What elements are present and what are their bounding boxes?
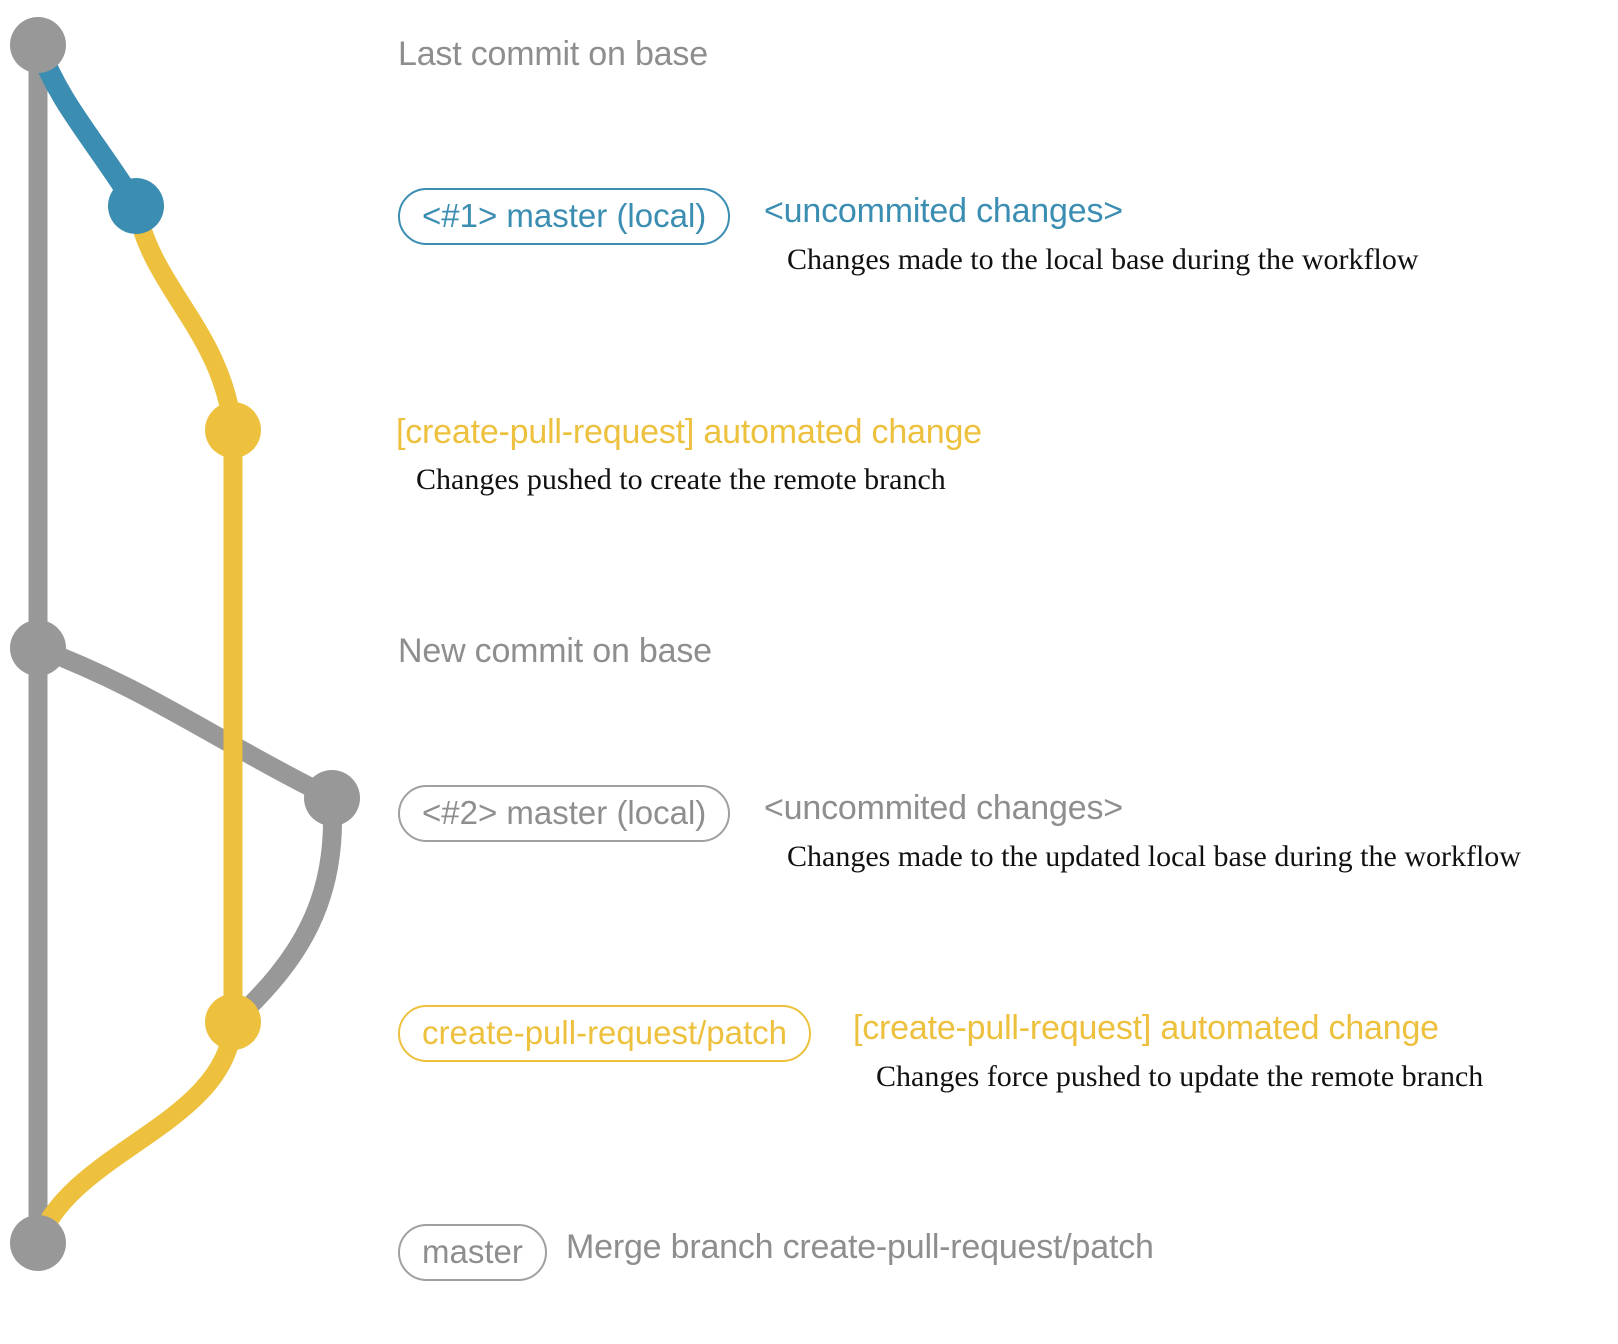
base-to-local-2-edge	[28, 638, 342, 808]
commit-message-master-local-1: <uncommited changes>	[764, 192, 1123, 230]
badge-master[interactable]: master	[398, 1224, 547, 1281]
patch-commit-2-node	[205, 994, 261, 1050]
merge-node	[10, 1215, 66, 1271]
commit-message-automated-change-1: [create-pull-request] automated change	[396, 413, 982, 451]
description-master-local-2: Changes made to the updated local base d…	[787, 840, 1521, 873]
commit-message-automated-change-2: [create-pull-request] automated change	[853, 1009, 1439, 1047]
description-master-local-1: Changes made to the local base during th…	[787, 243, 1419, 276]
base-head-node	[10, 17, 66, 73]
commit-message-master-local-2: <uncommited changes>	[764, 789, 1123, 827]
patch-commit-1-node	[205, 402, 261, 458]
badge-create-pull-request-patch[interactable]: create-pull-request/patch	[398, 1005, 812, 1062]
patch-2-to-merge-edge	[28, 1012, 243, 1253]
master-local-1-node	[108, 178, 164, 234]
headline-last-commit-on-base: Last commit on base	[398, 35, 708, 73]
badge-master-local-2[interactable]: <#2> master (local)	[398, 785, 731, 842]
local-1-to-patch-1-edge	[126, 196, 243, 440]
description-automated-change-2: Changes force pushed to update the remot…	[876, 1060, 1484, 1093]
base-new-commit-node	[10, 620, 66, 676]
headline-new-commit-on-base: New commit on base	[398, 632, 712, 670]
local-2-to-patch-2-edge	[223, 788, 343, 1032]
master-local-2-node	[304, 770, 360, 826]
badge-master-local-1[interactable]: <#1> master (local)	[398, 188, 731, 245]
commit-message-merge: Merge branch create-pull-request/patch	[566, 1228, 1154, 1266]
description-automated-change-1: Changes pushed to create the remote bran…	[416, 463, 946, 496]
